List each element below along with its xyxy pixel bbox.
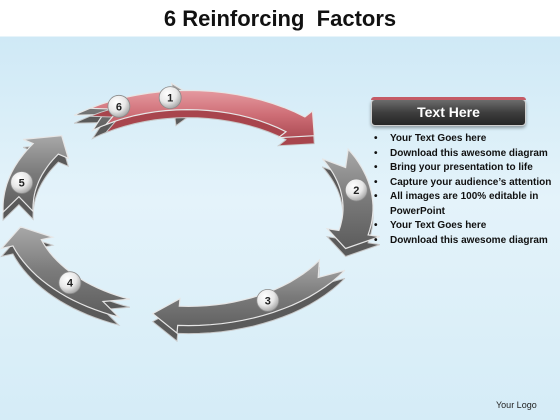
node-label-4: 4 <box>67 278 74 290</box>
node-ball-1 <box>158 86 182 109</box>
node-ball-3 <box>256 288 280 312</box>
arrow-5 <box>2 135 70 214</box>
node-label-2: 2 <box>353 185 359 197</box>
bullet-item: All images are 100% editable in PowerPoi… <box>372 190 554 219</box>
node-label-6: 6 <box>116 101 122 113</box>
node-ball-2 <box>344 178 368 202</box>
text-panel-header: Text Here <box>371 97 526 126</box>
node-ball-5 <box>10 171 34 194</box>
node-label-3: 3 <box>265 295 271 307</box>
cycle-arrows <box>0 82 380 343</box>
arrow-3 <box>151 258 346 335</box>
node-ball-4 <box>58 271 82 295</box>
bullet-item: Capture your audience’s attention <box>372 176 554 191</box>
page-title: 6 Reinforcing Factors <box>163 6 397 31</box>
node-label-5: 5 <box>19 178 25 190</box>
bullet-item: Your Text Goes here <box>372 219 554 234</box>
node-ball-6 <box>107 94 131 118</box>
bullet-item: Download this awesome diagram <box>372 234 554 249</box>
arrow-4 <box>0 226 131 319</box>
node-label-1: 1 <box>167 93 173 105</box>
bullet-item: Your Text Goes here <box>372 132 554 147</box>
bullet-item: Download this awesome diagram <box>372 147 554 162</box>
logo-text: Your Logo <box>496 400 537 410</box>
bullet-item: Bring your presentation to life <box>372 161 554 176</box>
text-panel-bullets: Your Text Goes hereDownload this awesome… <box>372 132 554 248</box>
cycle-nodes: 1 2 3 4 5 6 <box>10 86 368 312</box>
